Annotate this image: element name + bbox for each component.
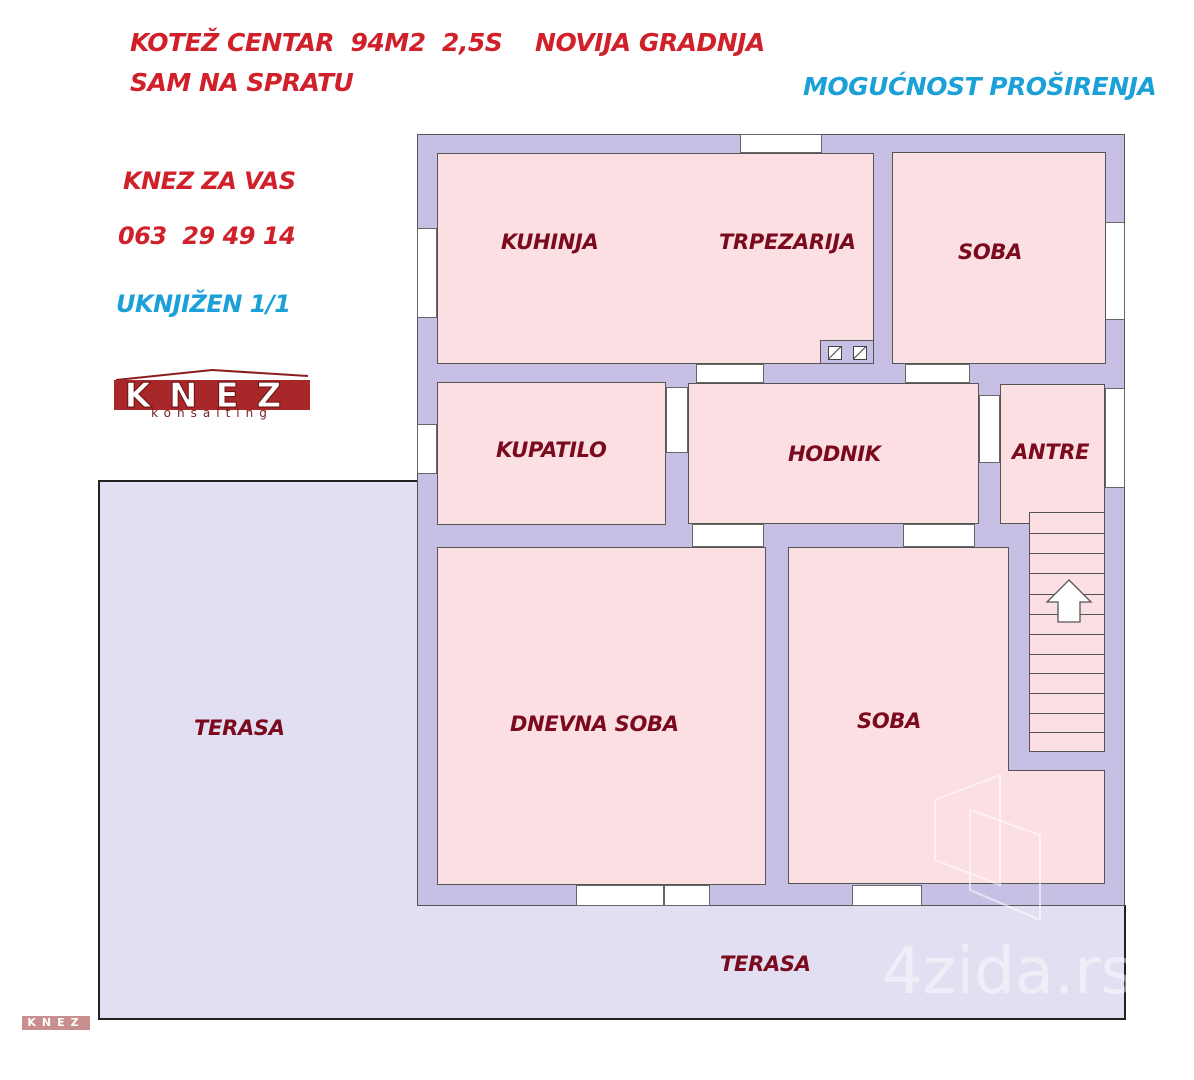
stairs-up-arrow-icon — [1045, 579, 1093, 623]
watermark-text: 4zida.rs — [882, 935, 1134, 1009]
window-top — [740, 134, 822, 153]
label-kitchen: KUHINJA — [501, 230, 599, 254]
agency-logo: KNEZ konsalting — [112, 368, 312, 422]
label-bedroom-top: SOBA — [958, 240, 1023, 264]
expansion-note: MOGUĆNOST PROŠIRENJA — [803, 72, 1157, 101]
label-hallway: HODNIK — [788, 442, 881, 466]
label-antre: ANTRE — [1012, 440, 1090, 464]
door-kitchen-hall — [696, 364, 764, 383]
logo-subtext: konsalting — [151, 406, 273, 420]
window-right-2 — [1105, 388, 1125, 488]
label-terrace-left: TERASA — [194, 716, 285, 740]
room-living — [437, 547, 766, 885]
label-bathroom: KUPATILO — [496, 438, 607, 462]
terrace-bottom — [98, 905, 1126, 1020]
window-left-2 — [417, 424, 437, 474]
door-bedroom-bottom — [903, 524, 975, 547]
title-line-1: KOTEŽ CENTAR 94M2 2,5S NOVIJA GRADNJA — [130, 28, 765, 57]
room-kitchen-dining — [437, 153, 874, 364]
room-hallway — [688, 383, 979, 524]
room-bedroom-bottom — [788, 547, 1009, 884]
logo-text: KNEZ — [124, 376, 300, 417]
door-living — [692, 524, 764, 547]
door-bedroom-top — [905, 364, 970, 383]
staircase — [1029, 512, 1105, 752]
window-bottom-3 — [852, 885, 922, 906]
label-living: DNEVNA SOBA — [510, 712, 679, 736]
door-hall-antre — [979, 395, 1000, 463]
label-terrace-bottom: TERASA — [720, 952, 811, 976]
watermark-logo-icon — [934, 773, 1041, 920]
footer-logo-text: KNEZ — [27, 1016, 85, 1029]
title-line-2: SAM NA SPRATU — [130, 68, 354, 97]
door-bathroom — [666, 387, 688, 453]
window-bottom-2 — [664, 885, 710, 906]
vent-icon — [828, 346, 842, 360]
window-left-1 — [417, 228, 437, 318]
logo-roof-icon — [114, 368, 310, 410]
room-bedroom-bottom-ext — [1008, 770, 1105, 884]
utility-box — [820, 340, 874, 364]
label-bedroom-bottom: SOBA — [857, 709, 922, 733]
window-right-1 — [1105, 222, 1125, 320]
vent-icon — [853, 346, 867, 360]
window-bottom-1 — [576, 885, 664, 906]
room-antre — [1000, 384, 1105, 524]
footer-logo: KNEZ — [22, 1016, 90, 1030]
label-dining: TRPEZARIJA — [719, 230, 856, 254]
registration-status: UKNJIŽEN 1/1 — [116, 290, 291, 318]
room-bedroom-top — [892, 152, 1106, 364]
agency-tagline: KNEZ ZA VAS — [123, 167, 296, 195]
room-bathroom — [437, 382, 666, 525]
agency-phone: 063 29 49 14 — [118, 222, 296, 250]
